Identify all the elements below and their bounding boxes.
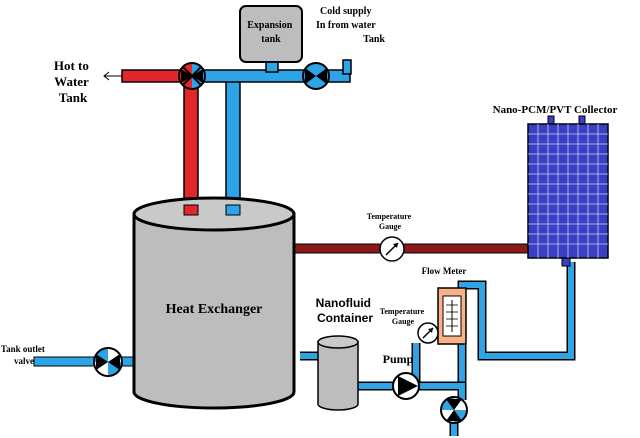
collector-return-pipe [291,243,529,254]
collector-label: Nano-PCM/PVT Collector [493,104,618,116]
nanofluid-container-label: Nanofluid Container [316,296,375,325]
drain-valve [440,396,468,424]
tank-outlet-valve-label: Tank outlet valve [1,344,47,366]
heat-exchanger-tank [132,196,296,410]
temperature-gauge-bottom [417,322,439,344]
expansion-tank-label: Expansion tank [247,20,295,45]
nanofluid-container [317,335,359,411]
heat-exchanger-label: Heat Exchanger [166,302,263,317]
pump [392,372,420,400]
hot-mixing-valve [178,62,206,90]
pvt-collector-panel [527,115,609,267]
hot-to-water-tank-label: Hot to Water Tank [54,58,92,105]
cold-supply-label: Cold supply In from water Tank [316,6,385,45]
temperature-gauge-bottom-label: Temperature Gauge [380,307,426,326]
flow-meter [437,287,467,345]
temperature-gauge-top [379,236,405,262]
cold-supply-valve [302,62,330,90]
hot-outlet-arrowhead [103,71,110,81]
pump-label: Pump [383,352,414,366]
expansion-tank [239,5,303,63]
hot-pipe [121,69,199,217]
tank-outlet-valve [93,347,123,377]
cold-supply-pipe [201,59,352,217]
collector-cell-grid [528,124,608,258]
temperature-gauge-top-label: Temperature Gauge [367,212,413,231]
flow-meter-label: Flow Meter [422,266,467,276]
